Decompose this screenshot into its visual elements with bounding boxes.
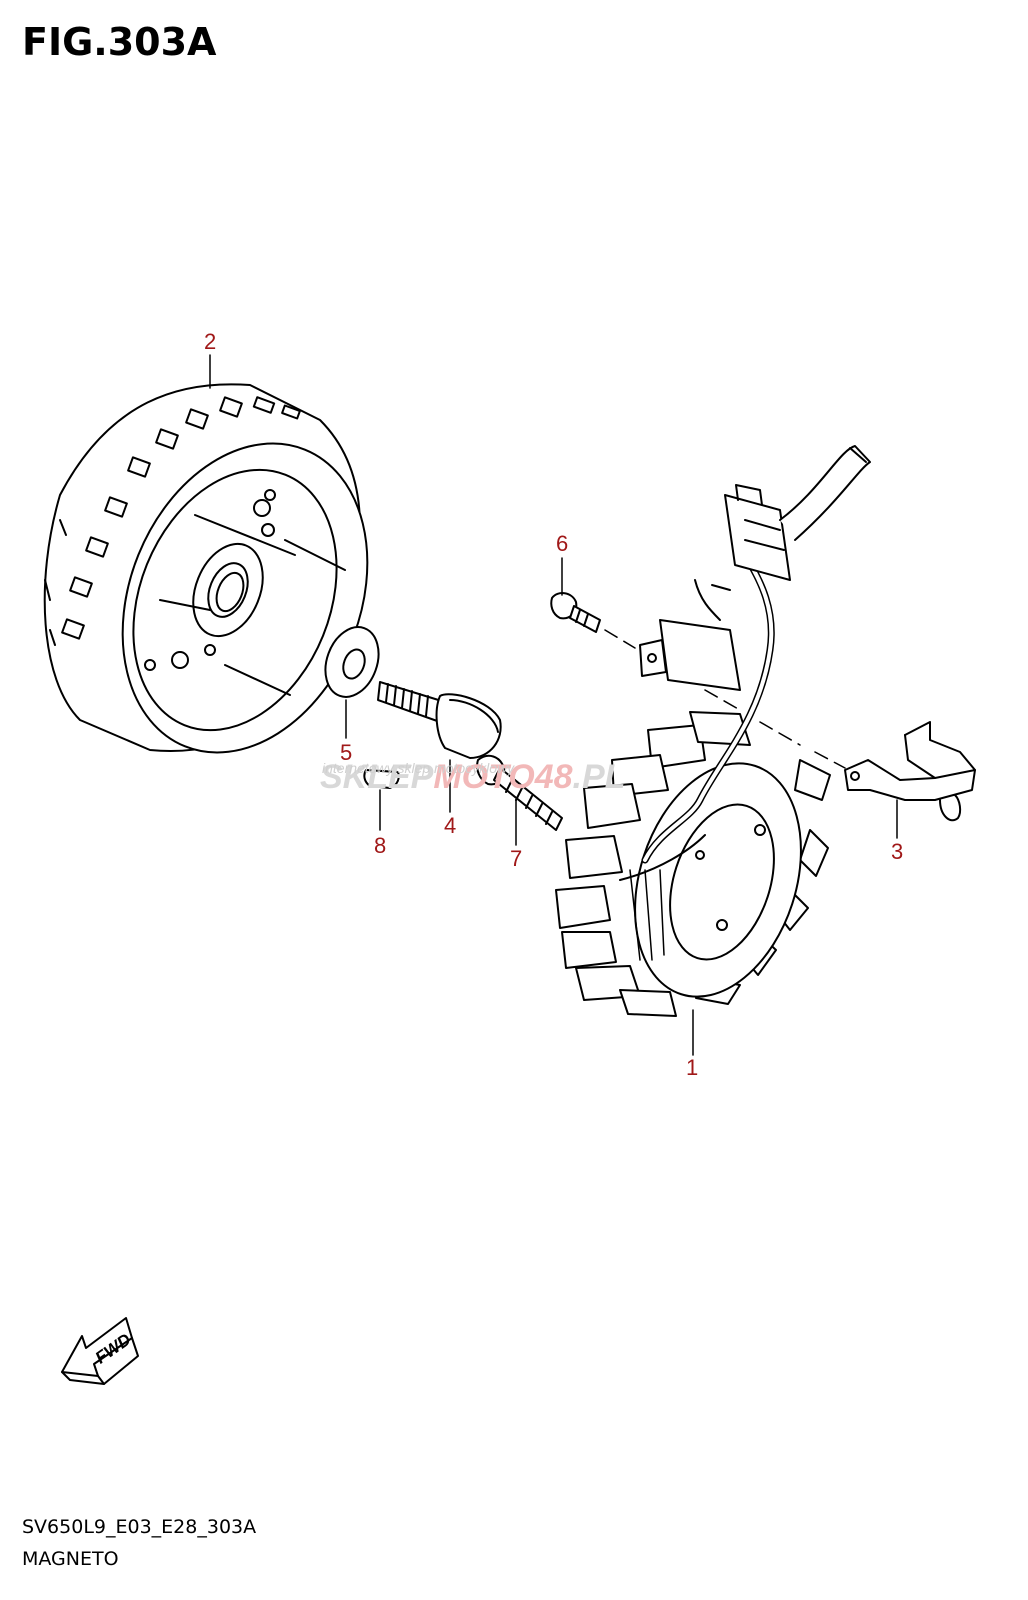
bracket-bolt-part (550, 592, 601, 633)
figure-name: MAGNETO (22, 1548, 119, 1570)
callout-1[interactable]: 1 (686, 1055, 698, 1080)
rotor-bolt-part (377, 681, 502, 759)
washer-part (324, 626, 380, 698)
callout-6[interactable]: 6 (556, 531, 568, 556)
figure-code: SV650L9_E03_E28_303A (22, 1516, 257, 1538)
stator-assembly-part (555, 445, 871, 1017)
watermark-subtitle: internetowy sklep motocyklowy (322, 760, 515, 776)
callout-7[interactable]: 7 (510, 846, 522, 871)
watermark-text-left: SKLEP (320, 758, 434, 796)
callout-8[interactable]: 8 (374, 833, 386, 858)
fwd-arrow-icon (61, 1317, 139, 1385)
callout-4[interactable]: 4 (444, 813, 456, 838)
callout-5[interactable]: 5 (340, 740, 352, 765)
callout-3[interactable]: 3 (891, 839, 903, 864)
bracket-part (844, 721, 976, 822)
watermark-text-right: .PL (573, 758, 626, 796)
svg-text:SKLEPMOTO48.PL: SKLEPMOTO48.PL (320, 758, 625, 796)
figure-title: FIG.303A (22, 20, 217, 64)
watermark-text-red: MOTO48 (433, 758, 572, 796)
callout-2[interactable]: 2 (204, 329, 216, 354)
rotor-flywheel-part (43, 383, 369, 754)
watermark: SKLEPMOTO48.PL internetowy sklep motocyk… (320, 758, 625, 796)
woodruff-key-part (363, 769, 400, 789)
stator-screw-part (476, 754, 563, 831)
